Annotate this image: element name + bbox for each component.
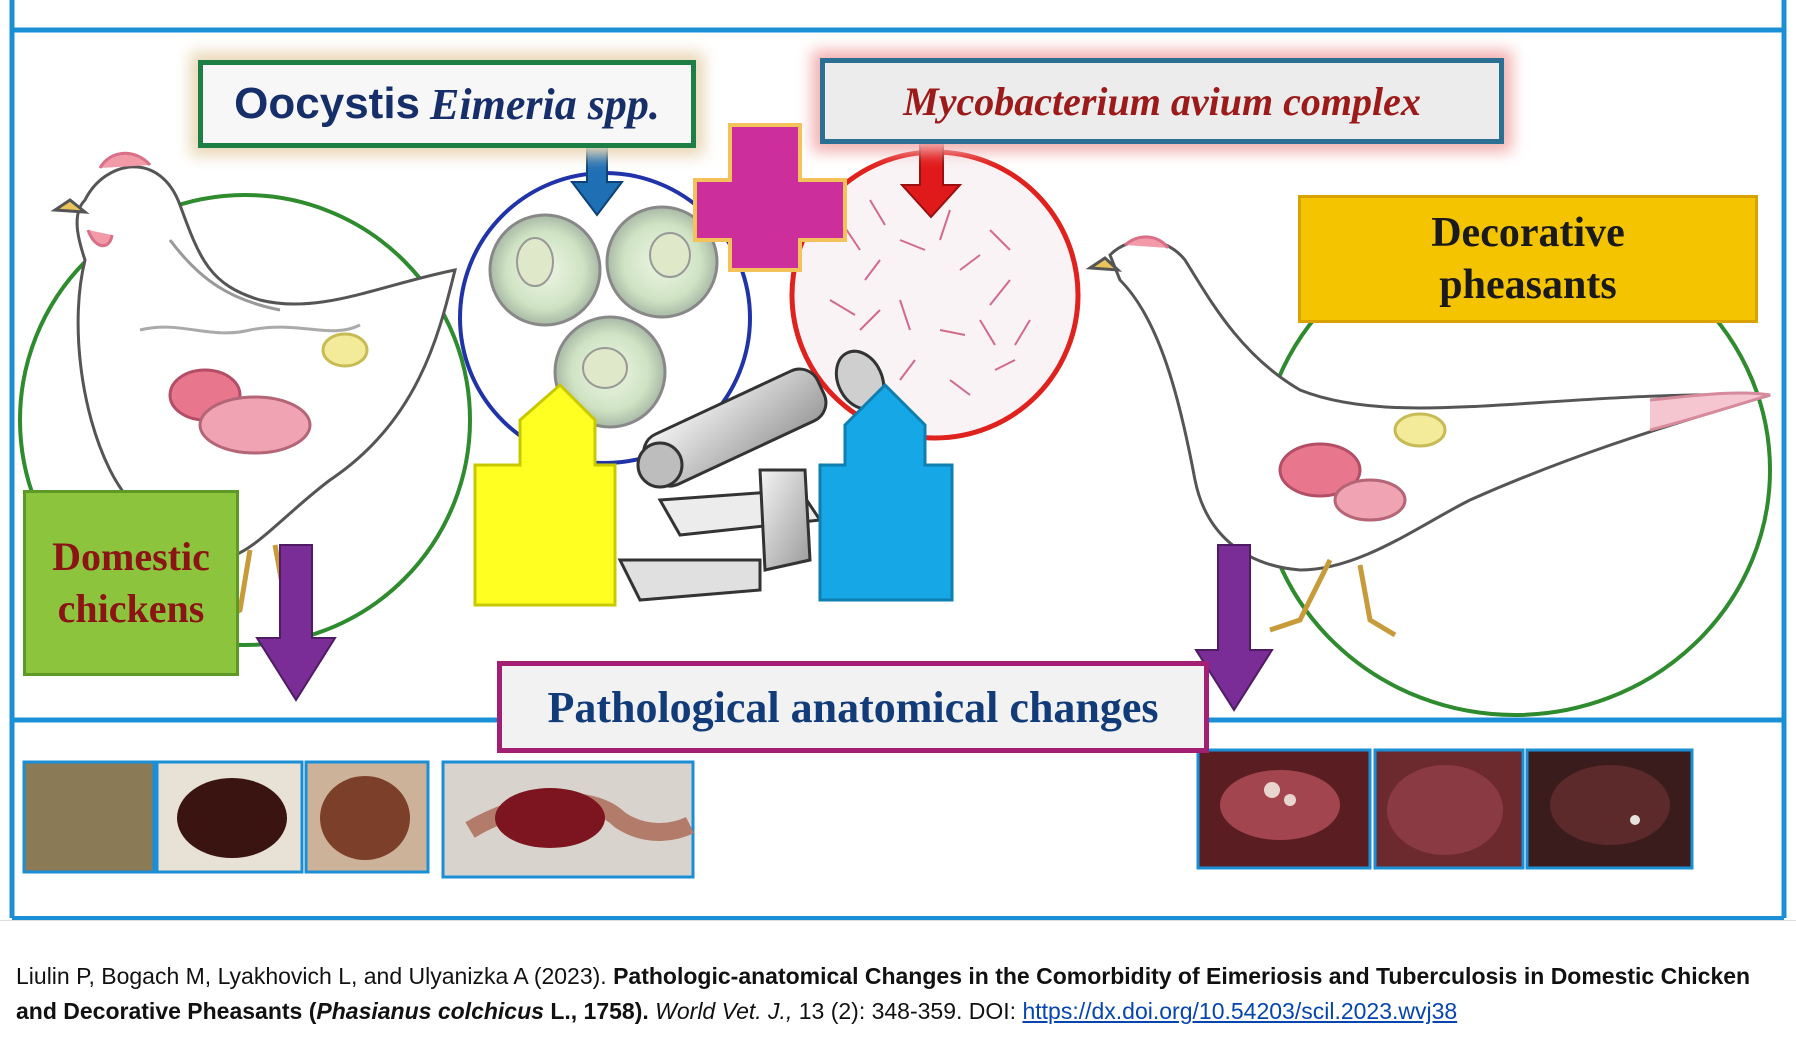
caption-authors: Liulin P, Bogach M, Lyakhovich L, and Ul… (16, 963, 607, 989)
oocyst-label-species: Eimeria spp. (430, 79, 660, 129)
arrow-up-cyan (818, 382, 954, 602)
caption-title-part2: L., 1758). (543, 998, 649, 1024)
citation-caption: Liulin P, Bogach M, Lyakhovich L, and Ul… (0, 920, 1796, 1039)
chicken-circle (18, 193, 472, 647)
chicken-label-line2: chickens (57, 586, 205, 631)
mycobacterium-label-text: Mycobacterium avium complex (903, 78, 1421, 124)
caption-title: Pathologic-anatomical Changes in the Com… (16, 963, 1750, 1024)
caption-journal: World Vet. J., (655, 998, 793, 1024)
chicken-label: Domestic chickens (23, 490, 239, 676)
pathology-label: Pathological anatomical changes (497, 661, 1209, 753)
caption-title-part1: Pathologic-anatomical Changes in the Com… (16, 963, 1751, 1024)
mycobacterium-label: Mycobacterium avium complex (820, 58, 1504, 144)
doi-link[interactable]: https://dx.doi.org/10.54203/scil.2023.wv… (1022, 998, 1458, 1024)
arrow-up-yellow (473, 382, 617, 607)
pathology-label-text: Pathological anatomical changes (547, 682, 1159, 732)
pheasant-label: Decorative pheasants (1298, 195, 1758, 323)
plus-symbol (693, 123, 847, 272)
pathology-photos-chicken (22, 760, 695, 879)
arrow-down-purple-right (1194, 544, 1274, 712)
pheasant-label-line2: pheasants (1439, 262, 1617, 308)
chicken-illustration (50, 151, 458, 623)
pathology-photos-pheasant (1196, 748, 1694, 870)
pheasant-label-line1: Decorative (1431, 210, 1625, 256)
pheasant-illustration (1085, 235, 1771, 638)
chicken-label-line1: Domestic (52, 534, 210, 579)
arrow-down-purple-left (255, 544, 337, 702)
caption-volume: 13 (2): 348-359. DOI: (792, 998, 1017, 1024)
oocyst-label-prefix: Oocystis (234, 79, 421, 128)
photo-chicken-intestine (22, 760, 156, 874)
oocyst-label: Oocystis Eimeria spp. (198, 60, 696, 148)
oocyst-micrograph (458, 171, 752, 465)
microscope-illustration (617, 349, 886, 602)
caption-species: Phasianus colchicus (316, 998, 544, 1024)
